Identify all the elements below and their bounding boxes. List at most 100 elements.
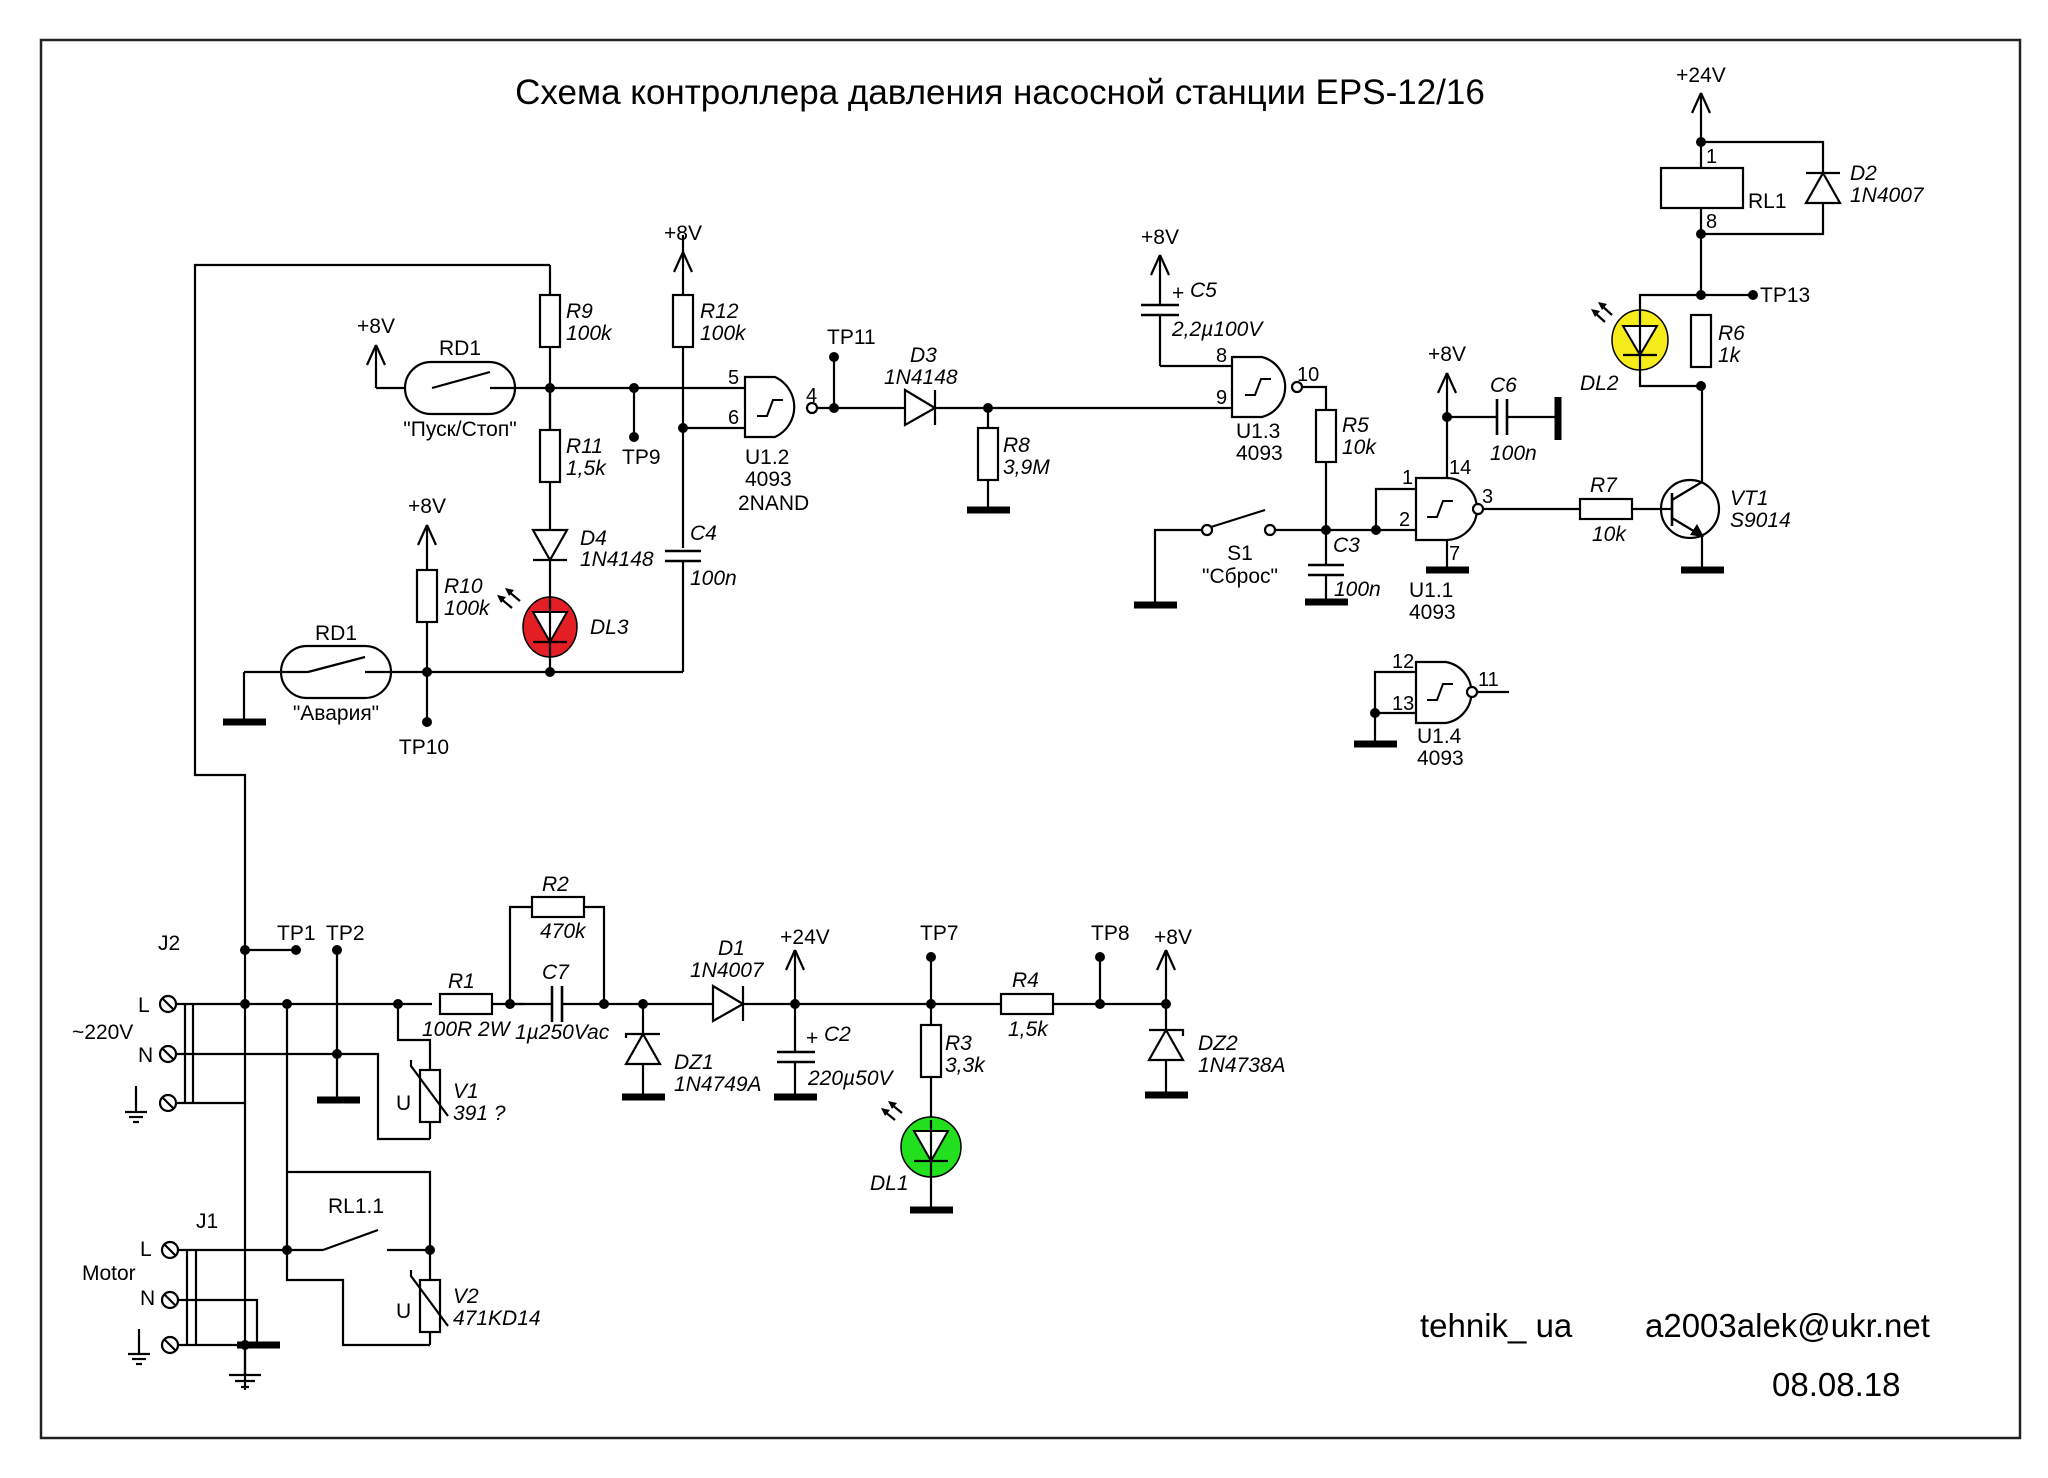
u1-2-pin4: 4 — [806, 385, 817, 407]
vt1-ref: VT1 — [1730, 487, 1769, 510]
d3-ref: D3 — [910, 344, 937, 367]
r4-resistor: R4 1,5k — [999, 969, 1166, 1041]
c5-ref: C5 — [1190, 279, 1217, 302]
r10-ref: R10 — [444, 575, 483, 598]
rd1-start-stop-reed-switch: +8V RD1 "Пуск/Стоп" — [357, 315, 550, 441]
v1-varistor: U V1 391 ? — [396, 1004, 506, 1139]
u1-1-ref: U1.1 — [1409, 579, 1453, 602]
j1-pin-n-label: N — [140, 1287, 155, 1310]
u1-1-pin2: 2 — [1399, 509, 1410, 531]
r2-value: 470k — [540, 920, 587, 943]
r3-value: 3,3k — [945, 1054, 986, 1077]
u1-1-pin3: 3 — [1482, 486, 1493, 508]
power-arrow-icon — [1155, 949, 1177, 971]
r12-resistor: +8V R12 100k — [664, 222, 747, 548]
c3-ref: C3 — [1333, 534, 1360, 557]
tp11-test-point: TP11 — [827, 326, 876, 408]
r11-resistor: R11 1,5k — [538, 388, 607, 530]
d4-value: 1N4148 — [580, 548, 654, 571]
wire-u1-1-pin1 — [1374, 487, 1415, 530]
wire-mains-n — [176, 1052, 430, 1141]
c3-value: 100n — [1334, 578, 1381, 601]
u1-4-ref: U1.4 — [1417, 725, 1462, 748]
d2-ref: D2 — [1850, 162, 1877, 185]
dz2-value: 1N4738A — [1198, 1054, 1286, 1077]
author-email[interactable]: a2003alek@ukr.net — [1645, 1307, 1930, 1344]
u1-3-pin9: 9 — [1216, 387, 1227, 409]
r1-value: 100R 2W — [422, 1018, 512, 1041]
dz1-value: 1N4749A — [674, 1073, 762, 1096]
r1-resistor: R1 100R 2W — [422, 970, 525, 1041]
power-arrow-icon — [1436, 372, 1458, 394]
rl1-relay-coil: +24V 1 8 RL1 — [1659, 64, 1787, 295]
c6-value: 100n — [1490, 442, 1537, 465]
tp2-test-point: TP2 — [317, 922, 365, 1104]
tp13-label: TP13 — [1760, 284, 1810, 307]
r2-resistor: R2 470k — [508, 873, 606, 1004]
u1-3-pin10: 10 — [1297, 364, 1319, 386]
rl1-1-ref: RL1.1 — [328, 1195, 384, 1218]
d2-flyback-diode: D2 1N4007 — [1701, 140, 1925, 236]
power-arrow-icon — [416, 524, 438, 546]
r6-value: 1k — [1718, 344, 1742, 367]
rd1-start-name: "Пуск/Стоп" — [403, 418, 516, 441]
u1-1-nand-gate: 1 2 3 14 7 U1.1 4093 — [1399, 457, 1493, 624]
tp8-label: TP8 — [1091, 922, 1130, 945]
dz2-ref: DZ2 — [1198, 1032, 1238, 1055]
rd1-alarm-reed-switch: RD1 "Авария" — [223, 622, 427, 726]
u1-4-type: 4093 — [1417, 747, 1464, 770]
light-emission-icon — [881, 1101, 903, 1121]
power-arrow-icon — [1149, 254, 1171, 276]
c4-ref: C4 — [690, 522, 717, 545]
r10-resistor: +8V R10 100k — [408, 495, 491, 722]
rail-label-8v: +8V — [357, 315, 395, 338]
u1-2-ref: U1.2 — [745, 446, 789, 469]
tp9-label: TP9 — [622, 446, 661, 469]
tp7-label: TP7 — [920, 922, 959, 945]
tp7-test-point: TP7 — [920, 922, 959, 1009]
tp13-test-point: TP13 — [1696, 284, 1810, 307]
r12-ref: R12 — [700, 300, 739, 323]
u1-4-nand-gate: 12 13 11 U1.4 4093 — [1354, 651, 1509, 770]
j1-name: Motor — [82, 1262, 136, 1285]
light-emission-icon — [497, 588, 521, 609]
rail-label-8v: +8V — [408, 495, 446, 518]
dl1-ref: DL1 — [870, 1172, 909, 1195]
c7-value: 1µ250Vac — [515, 1021, 610, 1044]
j2-mains-connector: J2 L ~220V N — [72, 932, 195, 1124]
rail-label-8v: +8V — [1154, 926, 1192, 949]
c7-capacitor: C7 1µ250Vac — [510, 961, 610, 1044]
tp2-label: TP2 — [326, 922, 365, 945]
earth-ground-icon — [128, 1329, 150, 1366]
j1-ref: J1 — [196, 1210, 218, 1233]
screw-terminal-icon — [158, 994, 178, 1113]
v1-ref: V1 — [453, 1080, 479, 1103]
u1-1-type: 4093 — [1409, 601, 1456, 624]
dz1-ref: DZ1 — [674, 1051, 714, 1074]
rail-label-8v: +8V — [664, 222, 702, 245]
r5-ref: R5 — [1342, 414, 1369, 437]
j2-voltage: ~220V — [72, 1021, 133, 1044]
u1-2-pin5: 5 — [728, 367, 739, 389]
c6-capacitor: C6 100n — [1447, 374, 1562, 465]
power-arrow-icon — [784, 949, 806, 971]
d1-value: 1N4007 — [690, 959, 765, 982]
r8-resistor: R8 3,9M — [967, 408, 1050, 514]
v2-mark: U — [396, 1300, 411, 1323]
rl1-pin8: 8 — [1706, 211, 1717, 233]
wire-v2-bottom — [285, 1250, 430, 1347]
dl2-led-yellow: DL2 — [1580, 293, 1701, 395]
u1-3-type: 4093 — [1236, 442, 1283, 465]
c6-ref: C6 — [1490, 374, 1517, 397]
r1-ref: R1 — [448, 970, 475, 993]
d1-diode: D1 1N4007 — [690, 937, 765, 1023]
tp9-test-point: TP9 — [622, 388, 661, 469]
c2-polarity: + — [806, 1027, 818, 1050]
rl1-ref: RL1 — [1748, 190, 1787, 213]
dz2-zener-diode: +8V DZ2 1N4738A — [1145, 926, 1286, 1099]
j1-motor-connector: J1 L Motor N — [82, 1210, 287, 1389]
power-arrow-icon — [1690, 92, 1712, 114]
r9-value: 100k — [566, 322, 613, 345]
tp1-label: TP1 — [277, 922, 316, 945]
r6-ref: R6 — [1718, 322, 1745, 345]
